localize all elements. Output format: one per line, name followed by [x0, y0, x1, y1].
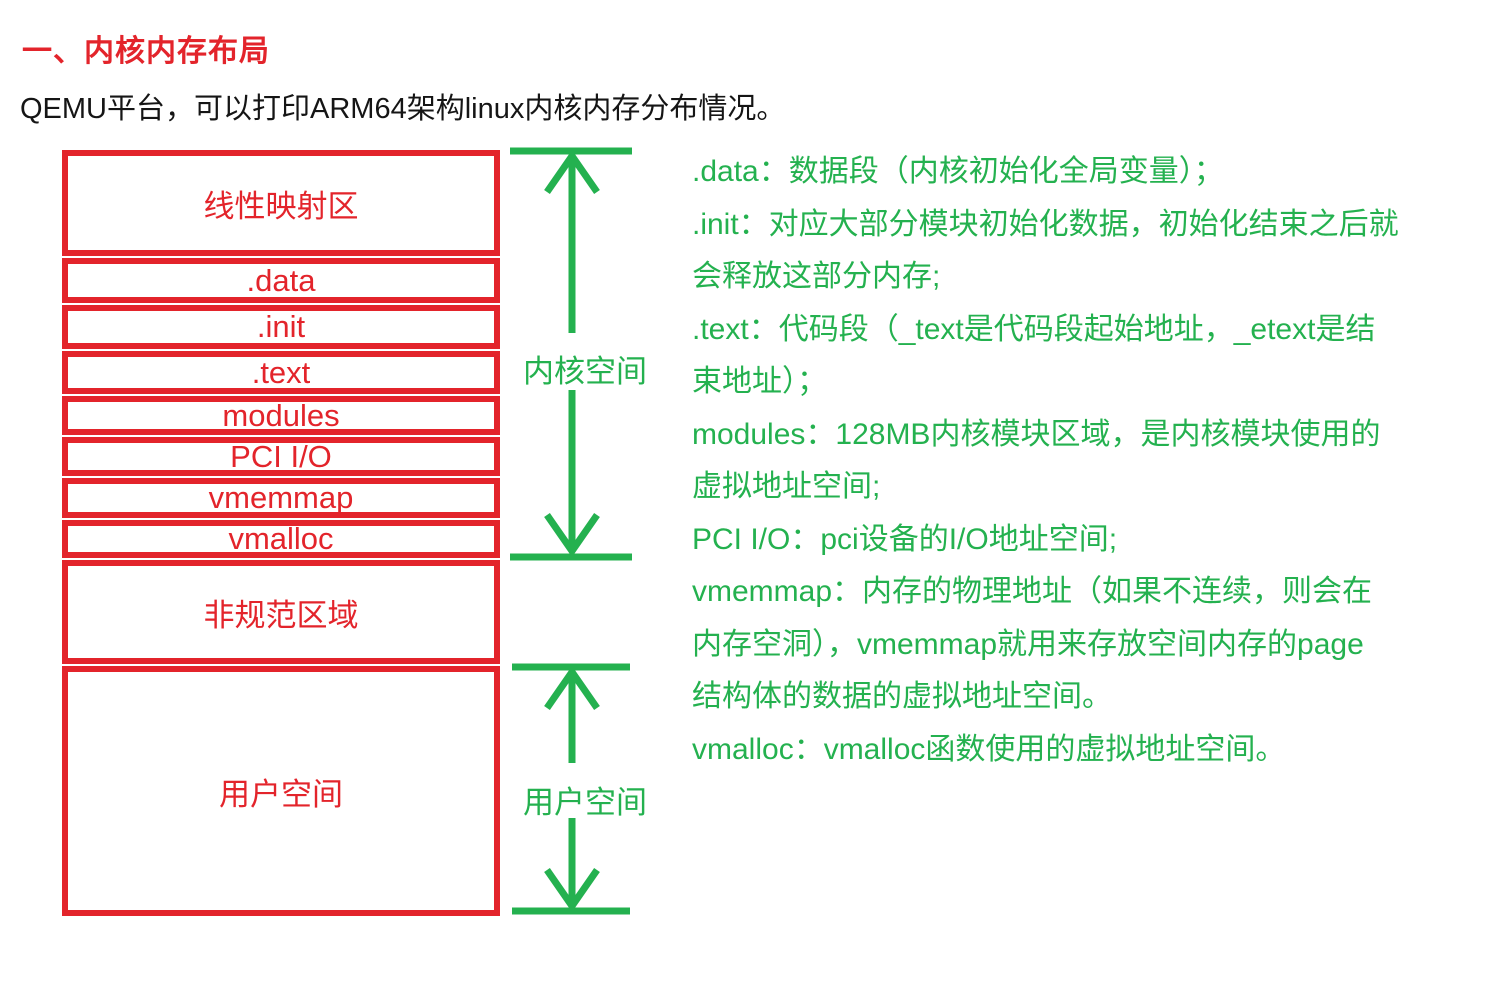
note-line-modules-1: modules：128MB内核模块区域，是内核模块使用的 — [692, 417, 1381, 451]
region-label: .init — [256, 309, 306, 344]
note-line-text-2: 束地址）； — [692, 365, 827, 398]
memory-region-data: .data — [62, 258, 500, 303]
user-space-span-label: 用户空间 — [523, 785, 647, 820]
note-line-modules-2: 虚拟地址空间; — [692, 470, 881, 503]
region-label: .data — [246, 262, 316, 298]
memory-region-vmalloc: vmalloc — [62, 520, 500, 558]
region-label: 用户空间 — [219, 776, 343, 812]
memory-region-linear-map: 线性映射区 — [62, 150, 500, 256]
region-label: 非规范区域 — [203, 597, 359, 633]
note-line-text-1: .text：代码段（_text是代码段起始地址，_etext是结 — [692, 312, 1376, 346]
note-line-pci-io: PCI I/O：pci设备的I/O地址空间; — [692, 522, 1118, 556]
region-label: PCI I/O — [230, 438, 332, 474]
page-title: 一、内核内存布局 — [22, 35, 270, 68]
kernel-space-span-label: 内核空间 — [523, 354, 647, 389]
span-arrows-layer — [510, 147, 632, 915]
note-line-vmemmap-1: vmemmap：内存的物理地址（如果不连续，则会在 — [692, 575, 1373, 608]
note-line-vmemmap-2: 内存空洞），vmemmap就用来存放空间内存的page — [692, 627, 1364, 661]
note-line-init-2: 会释放这部分内存; — [692, 260, 941, 293]
memory-region-user-space: 用户空间 — [62, 666, 500, 916]
note-line-init-1: .init：对应大部分模块初始化数据，初始化结束之后就 — [692, 207, 1399, 241]
note-line-data: .data：数据段（内核初始化全局变量）； — [692, 155, 1224, 188]
region-label: modules — [222, 397, 340, 433]
arrow-down-icon — [544, 513, 600, 558]
region-label: .text — [251, 354, 311, 390]
memory-region-vmemmap: vmemmap — [62, 478, 500, 518]
memory-region-non-canonical: 非规范区域 — [62, 560, 500, 664]
memory-region-init: .init — [62, 305, 500, 349]
page-subtitle: QEMU平台，可以打印ARM64架构linux内核内存分布情况。 — [20, 93, 786, 125]
region-label: vmalloc — [228, 521, 334, 556]
region-label: vmemmap — [208, 480, 354, 515]
region-label: 线性映射区 — [203, 188, 359, 224]
memory-region-pci-io: PCI I/O — [62, 437, 500, 476]
kernel-space-arrow — [510, 147, 632, 561]
arrow-down-icon — [544, 868, 600, 913]
note-line-vmemmap-3: 结构体的数据的虚拟地址空间。 — [692, 680, 1112, 713]
memory-region-text: .text — [62, 351, 500, 394]
note-line-vmalloc: vmalloc：vmalloc函数使用的虚拟地址空间。 — [692, 732, 1286, 766]
region-descriptions: .data：数据段（内核初始化全局变量）； .init：对应大部分模块初始化数据… — [692, 146, 1492, 776]
memory-region-modules: modules — [62, 396, 500, 435]
user-space-arrow — [512, 663, 630, 915]
